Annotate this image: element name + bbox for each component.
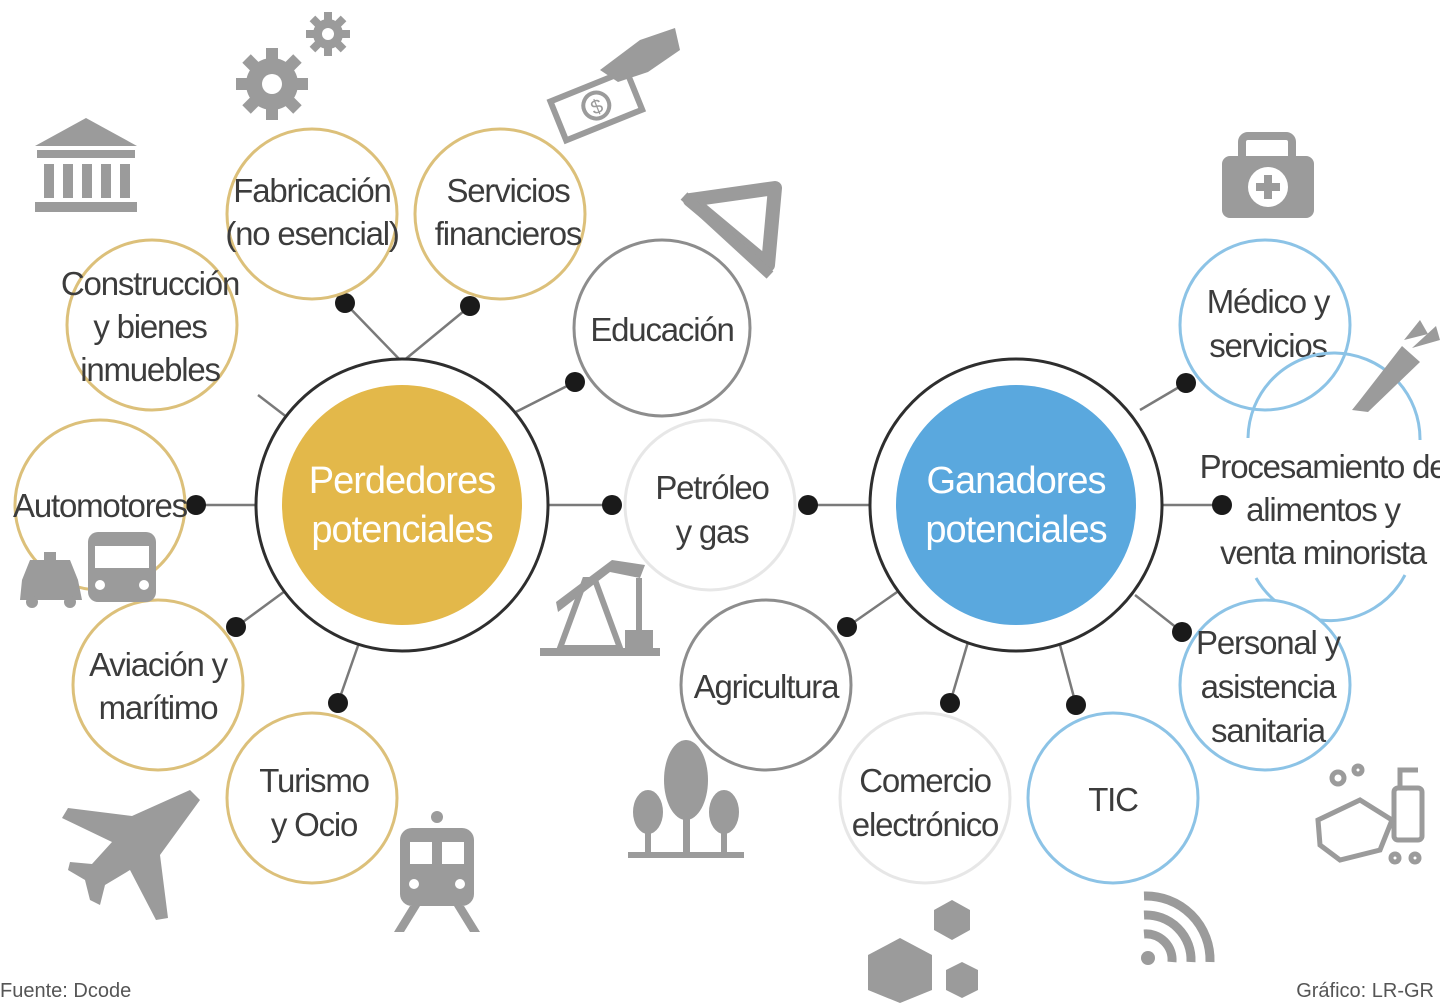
svg-text:inmuebles: inmuebles	[80, 351, 220, 388]
connector-dots	[186, 293, 1232, 715]
gears-icon	[236, 12, 350, 120]
oil-pump-icon	[540, 560, 660, 656]
car-bus-icon	[20, 532, 156, 608]
node-construccion: Construcción y bienes inmuebles	[61, 238, 240, 412]
svg-text:Comercio: Comercio	[859, 762, 991, 799]
node-alimentos: Procesamiento de alimentos y venta minor…	[1200, 351, 1440, 623]
trees-icon	[628, 740, 744, 858]
credit-note: Gráfico: LR-GR	[1296, 980, 1434, 1002]
boxes-icon	[868, 900, 978, 1003]
losers-hub-line1: Perdedores	[309, 460, 495, 502]
svg-text:Aviación y: Aviación y	[89, 646, 229, 683]
svg-text:Personal y: Personal y	[1196, 624, 1342, 661]
svg-text:y Ocio: y Ocio	[271, 806, 357, 843]
source-note: Fuente: Dcode	[0, 980, 132, 1002]
svg-text:(no esencial): (no esencial)	[225, 215, 398, 252]
svg-text:y gas: y gas	[676, 513, 750, 550]
node-fabricacion: Fabricación (no esencial)	[225, 127, 400, 301]
svg-text:Procesamiento de: Procesamiento de	[1200, 448, 1440, 485]
svg-text:Educación: Educación	[590, 311, 733, 348]
hand-wash-icon	[1315, 763, 1425, 865]
svg-text:financieros: financieros	[435, 215, 582, 252]
svg-text:TIC: TIC	[1088, 781, 1138, 818]
winners-hub: Ganadores potenciales	[868, 357, 1164, 653]
svg-text:servicios: servicios	[1209, 327, 1327, 364]
svg-text:Automotores: Automotores	[13, 487, 188, 524]
node-comercio: Comercio electrónico	[838, 711, 1012, 885]
svg-text:sanitaria: sanitaria	[1211, 712, 1327, 749]
node-servicios-financieros: Servicios financieros	[413, 127, 587, 301]
svg-text:Fabricación: Fabricación	[233, 172, 390, 209]
node-educacion: Educación	[572, 238, 752, 418]
losers-hub: Perdedores potenciales	[254, 357, 550, 653]
svg-text:Turismo: Turismo	[259, 762, 369, 799]
svg-text:Agricultura: Agricultura	[694, 668, 840, 705]
airplane-icon	[62, 790, 200, 920]
carrot-icon	[1352, 320, 1440, 412]
node-medico: Médico y servicios	[1178, 238, 1352, 412]
svg-text:Médico y: Médico y	[1207, 283, 1331, 320]
node-personal: Personal y asistencia sanitaria	[1178, 598, 1352, 772]
svg-text:asistencia: asistencia	[1201, 668, 1338, 705]
node-agricultura: Agricultura	[679, 598, 853, 772]
wifi-icon	[1141, 891, 1215, 965]
svg-text:venta minorista: venta minorista	[1220, 534, 1428, 571]
svg-text:Servicios: Servicios	[446, 172, 570, 209]
train-icon	[394, 811, 480, 932]
bank-building-icon	[35, 118, 137, 212]
connectors	[196, 302, 1222, 706]
svg-text:marítimo: marítimo	[99, 689, 218, 726]
svg-text:alimentos y: alimentos y	[1246, 491, 1401, 528]
winners-hub-line1: Ganadores	[926, 460, 1105, 502]
svg-text:Construcción: Construcción	[61, 265, 239, 302]
winners-hub-line2: potenciales	[925, 509, 1106, 551]
node-tic: TIC	[1026, 711, 1200, 885]
losers-hub-line2: potenciales	[311, 509, 492, 551]
medical-kit-icon	[1222, 132, 1314, 218]
node-petroleo: Petróleo y gas	[623, 418, 797, 592]
node-turismo: Turismo y Ocio	[225, 711, 399, 885]
node-aviacion: Aviación y marítimo	[71, 598, 245, 772]
svg-text:electrónico: electrónico	[852, 806, 998, 843]
svg-text:y bienes: y bienes	[93, 308, 207, 345]
hand-money-icon: $	[546, 28, 680, 145]
svg-text:Petróleo: Petróleo	[655, 469, 768, 506]
ruler-triangle-icon	[680, 181, 782, 279]
